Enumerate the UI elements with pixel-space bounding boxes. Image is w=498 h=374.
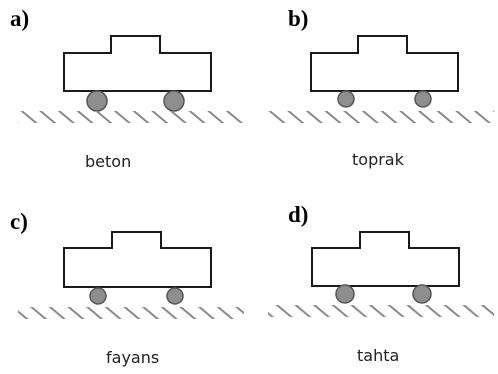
- cart-body: [310, 35, 459, 92]
- ground-hatch: [18, 111, 244, 123]
- wheel: [89, 287, 107, 305]
- ground-hatch: [268, 305, 494, 317]
- wheel: [163, 90, 185, 112]
- wheel: [337, 90, 355, 108]
- panel-c: c) fayans: [10, 209, 244, 367]
- panel-d: d) tahta: [268, 202, 494, 365]
- panel-a: a) beton: [10, 6, 244, 171]
- panel-b: b) toprak: [268, 6, 494, 169]
- wheel: [166, 287, 184, 305]
- panel-letter: d): [288, 202, 308, 227]
- wheel: [412, 284, 432, 304]
- ground-hatch: [18, 307, 244, 319]
- surface-label: beton: [85, 152, 131, 171]
- surface-label: tahta: [357, 346, 399, 365]
- surface-label: fayans: [106, 348, 159, 367]
- wheel: [86, 90, 108, 112]
- wheel: [335, 284, 355, 304]
- panel-letter: c): [10, 209, 28, 234]
- surface-label: toprak: [352, 150, 405, 169]
- cart-body: [63, 35, 212, 92]
- ground-hatch: [268, 111, 494, 123]
- wheel: [414, 90, 432, 108]
- cart-body: [63, 231, 212, 288]
- panel-letter: a): [10, 6, 29, 31]
- cart-body: [311, 231, 460, 287]
- panel-letter: b): [288, 6, 308, 31]
